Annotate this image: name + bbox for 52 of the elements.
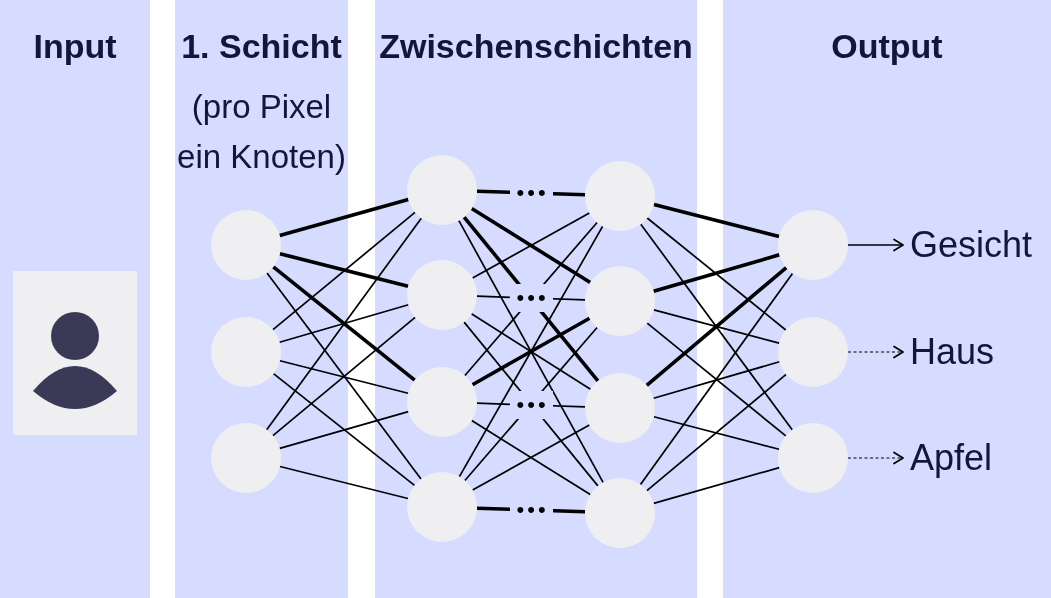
connection-line [272, 265, 416, 382]
arrow [847, 451, 904, 465]
person-picture [13, 271, 137, 435]
connection-line [646, 322, 787, 437]
neuron-circle [585, 373, 655, 443]
column-heading: Output [831, 27, 943, 65]
neuron-circle [407, 155, 477, 225]
connection-line [272, 211, 416, 331]
connection-line [652, 309, 781, 344]
edge-label: ••• [509, 284, 553, 312]
connection-line [653, 202, 780, 239]
layer-column [375, 0, 697, 598]
connection-line [639, 223, 794, 431]
layer-column [723, 0, 1051, 598]
neuron-circle [407, 260, 477, 330]
arrow [847, 238, 904, 252]
connection-line [646, 217, 787, 331]
connection-line [471, 212, 591, 279]
neuron-circle [407, 472, 477, 542]
result-label: Haus [903, 331, 995, 373]
connection-line [278, 410, 410, 450]
neuron-circle [585, 478, 655, 548]
connection-line [652, 466, 781, 505]
connection-line [279, 197, 409, 238]
neuron-circle [585, 161, 655, 231]
neuron-circle [407, 367, 477, 437]
connection-line [272, 372, 416, 487]
column-heading: Input [33, 27, 117, 65]
connection-line [265, 217, 423, 431]
connection-line [470, 206, 592, 285]
connection-line [272, 316, 416, 437]
connection-line [278, 303, 410, 344]
connection-line [653, 253, 780, 293]
column-heading: 1. Schicht [181, 27, 342, 65]
connection-line [653, 415, 780, 451]
connection-line [645, 266, 788, 387]
connection-line [646, 373, 787, 492]
edge-label: ••• [509, 391, 553, 419]
result-label: Apfel [903, 437, 993, 479]
column-note: (pro Pixel ein Knoten) [176, 87, 347, 177]
column-heading: Zwischenschichten [379, 27, 693, 65]
connection-line [652, 360, 781, 400]
connection-line [266, 272, 422, 480]
layer-column [0, 0, 150, 598]
connection-line [279, 465, 409, 500]
neuron-circle [585, 266, 655, 336]
connection-line [279, 359, 409, 395]
result-label: Gesicht [903, 224, 1033, 266]
arrow [847, 345, 904, 359]
connection-line [279, 251, 409, 289]
connection-line [639, 272, 794, 486]
layer-column [175, 0, 348, 598]
